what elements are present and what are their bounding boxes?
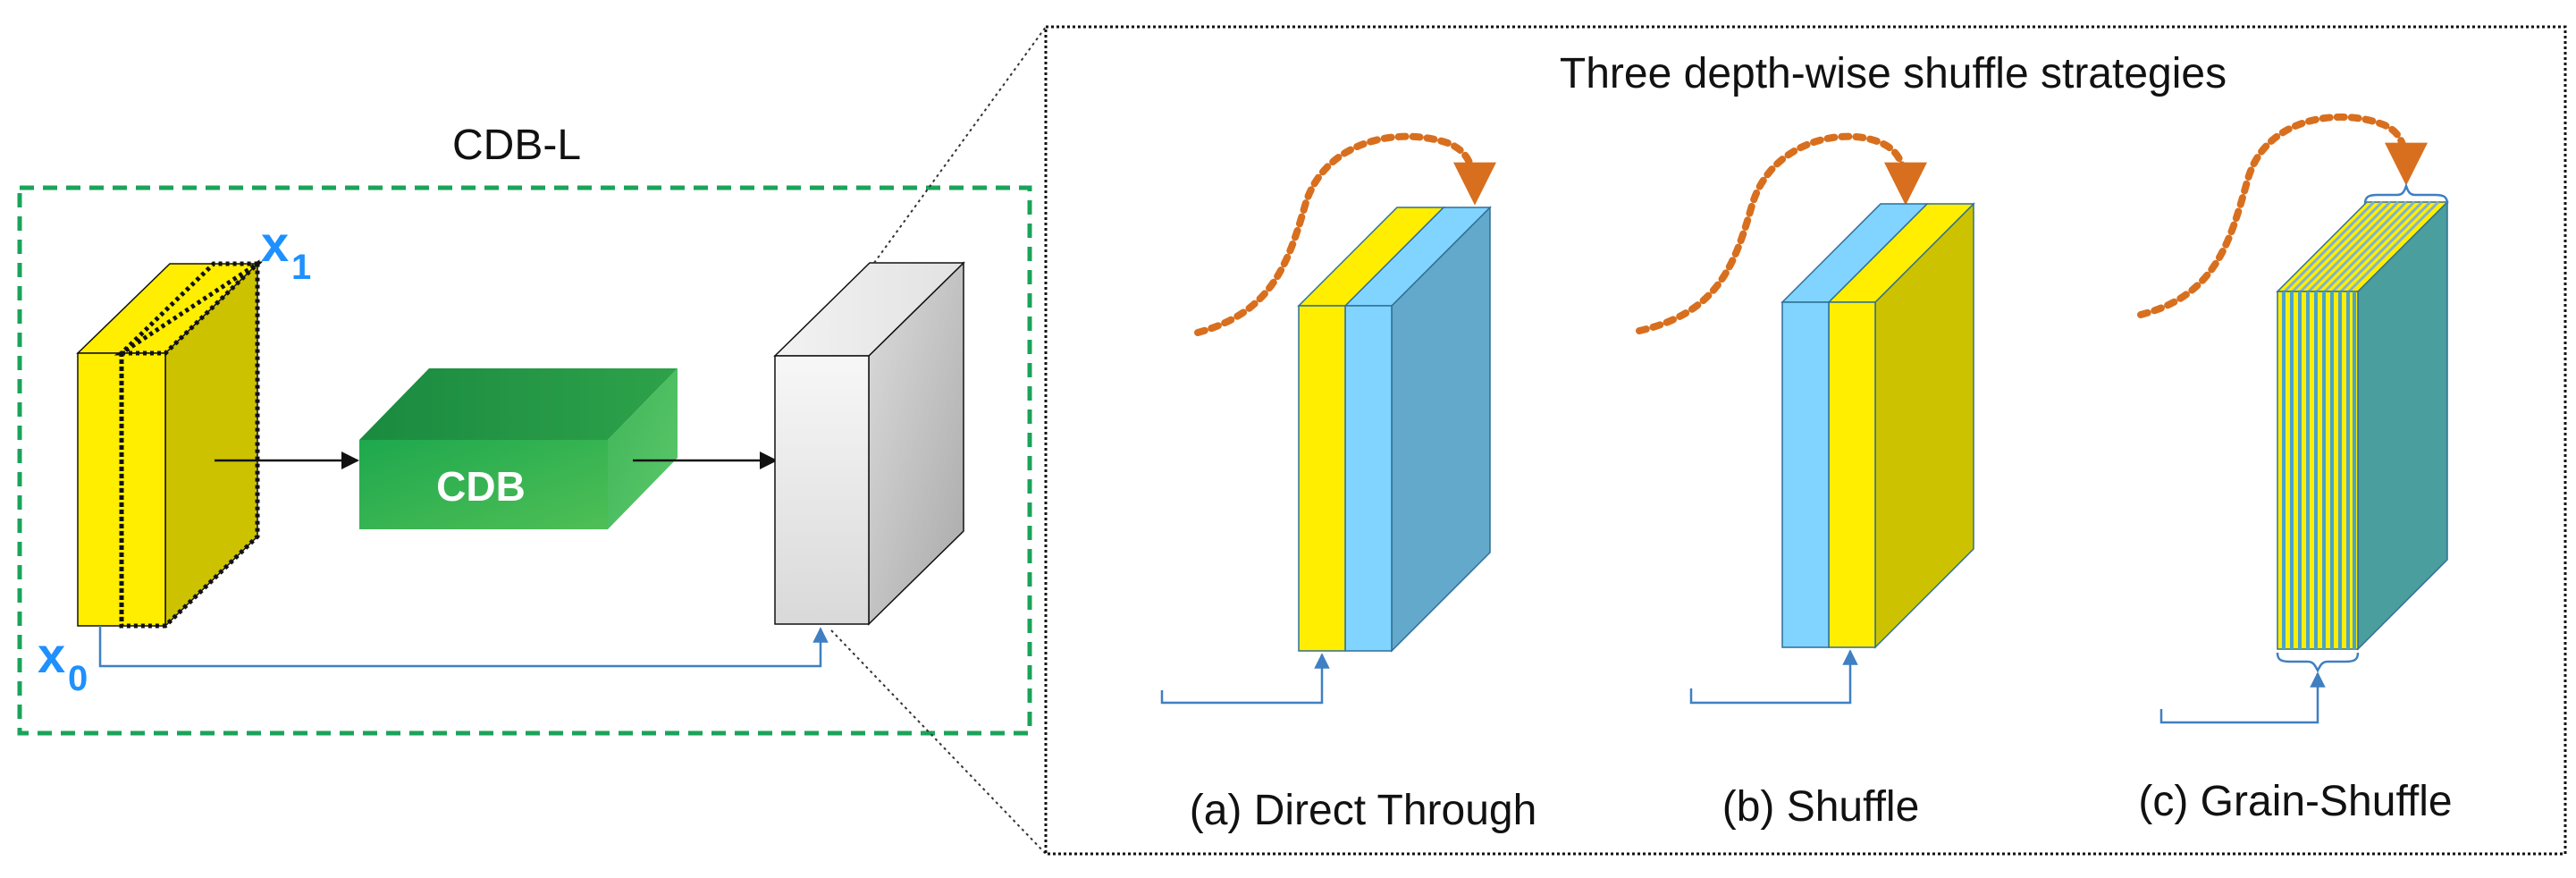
caption-c: (c) Grain-Shuffle — [2138, 778, 2452, 825]
x1-label: x — [261, 215, 289, 272]
x0-subscript: 0 — [68, 659, 88, 698]
block-a-front-blue — [1344, 305, 1393, 652]
skip-arrow-b — [1689, 649, 1858, 705]
output-tensor — [773, 261, 965, 626]
caption-b: (b) Shuffle — [1722, 783, 1920, 831]
skip-arrow-c — [2159, 671, 2326, 724]
right-panel: Three depth-wise shuffle strategies (a) … — [1044, 25, 2567, 856]
cdb-block-front — [359, 440, 608, 529]
cdb-block-top — [359, 368, 678, 440]
skip-arrow-a — [1160, 653, 1330, 705]
output-tensor-front — [774, 355, 870, 625]
x0-label: x — [38, 627, 65, 683]
strategy-grain-shuffle: (c) Grain-Shuffle — [2137, 113, 2453, 825]
caption-a: (a) Direct Through — [1190, 787, 1537, 834]
orange-dotted-curve-c — [2137, 113, 2428, 318]
skip-connection-x0 — [98, 626, 829, 668]
orange-dotted-curve-b — [1636, 132, 1927, 334]
zoom-box — [1044, 25, 2567, 856]
strategy-direct-through: (a) Direct Through — [1160, 132, 1537, 834]
strategies-title: Three depth-wise shuffle strategies — [1560, 50, 2227, 97]
block-a-front-yellow — [1298, 305, 1346, 652]
block-c-front-stripes — [2277, 291, 2359, 650]
block-b-front-blue — [1781, 301, 1830, 648]
cdb-l-title: CDB-L — [452, 122, 581, 169]
cdb-block-side — [608, 368, 678, 529]
cdb-block-label: CDB — [436, 463, 526, 510]
cdb-l-dashed-box — [17, 185, 1032, 736]
input-tensor — [76, 259, 264, 629]
block-b-front-yellow — [1828, 301, 1876, 648]
orange-dotted-curve-a — [1194, 132, 1496, 336]
top-brace-c — [2363, 182, 2449, 205]
strategy-shuffle: (b) Shuffle — [1636, 132, 1975, 831]
zoom-line-top — [873, 26, 1047, 264]
left-panel: CDB-L x 1 x 0 CDB — [17, 26, 1047, 855]
cdb-block: CDB — [359, 368, 678, 529]
bottom-brace-c — [2276, 652, 2360, 673]
zoom-line-bottom — [830, 629, 1047, 855]
x1-subscript: 1 — [291, 248, 311, 287]
